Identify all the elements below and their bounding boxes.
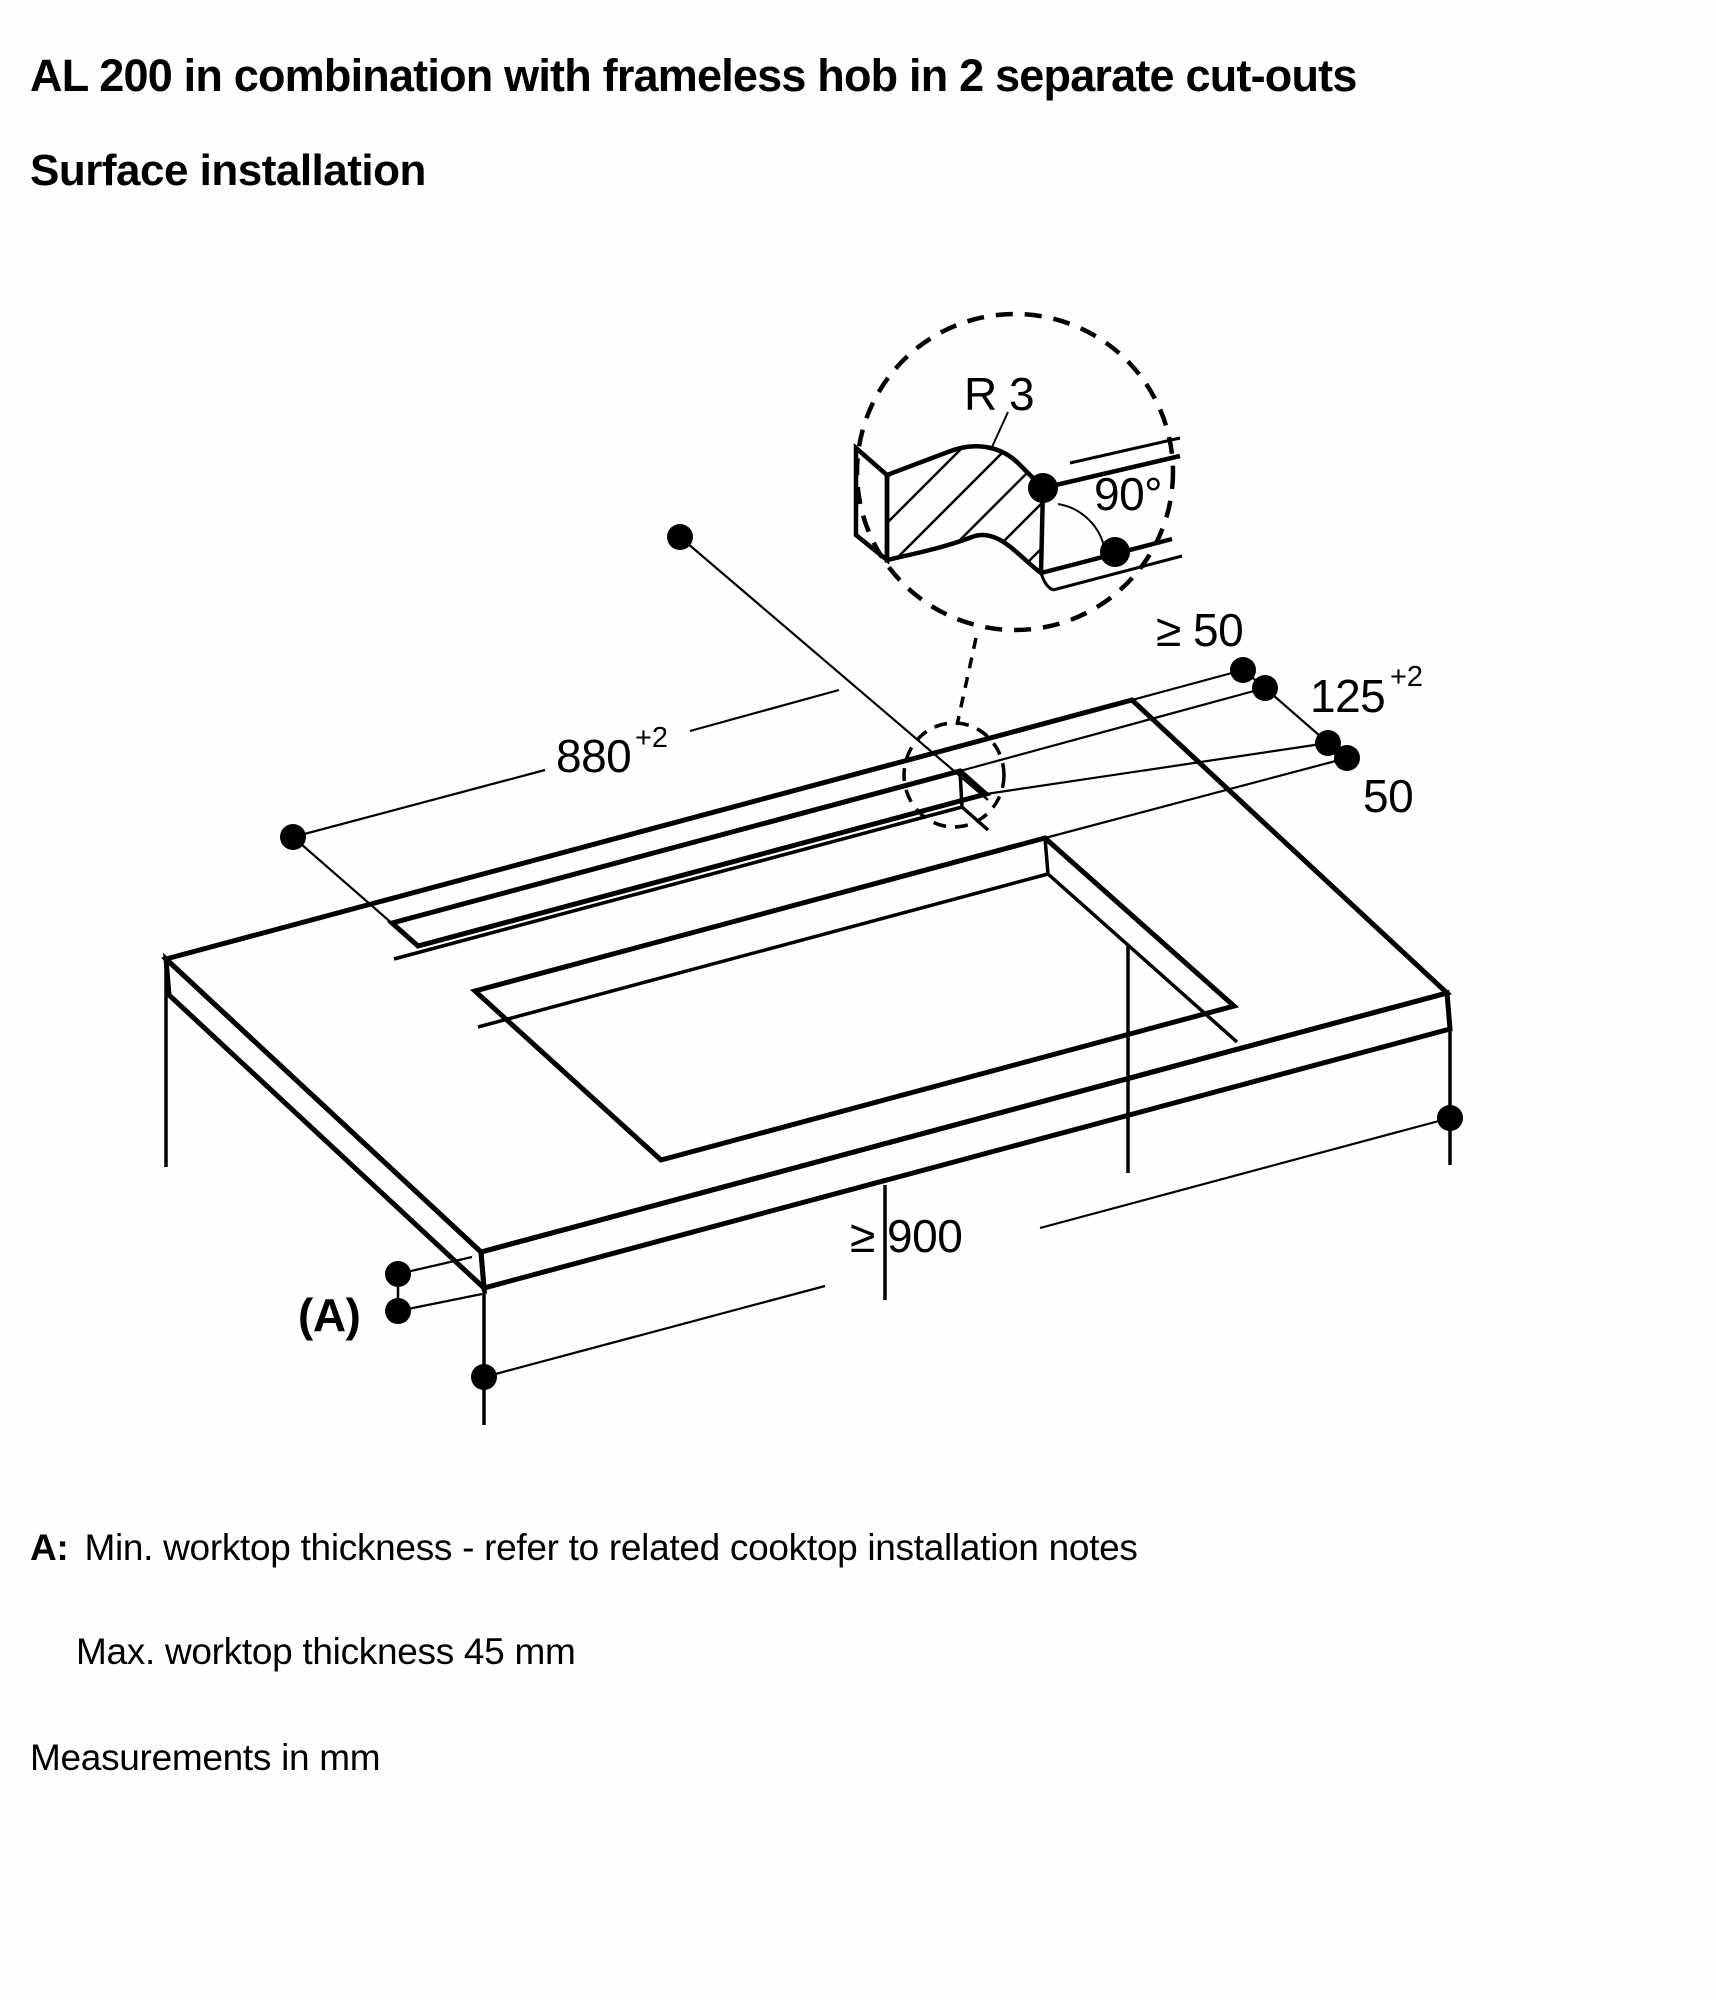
dim-sup-slot-length: +2	[635, 722, 668, 754]
dimension-dot	[667, 524, 693, 550]
detail-callout	[902, 637, 1006, 829]
section-profile	[884, 444, 1046, 578]
dim-thickness: (A)	[298, 1255, 483, 1341]
radius-leader-line	[991, 411, 1009, 448]
dimension-dot	[280, 824, 306, 850]
dim-slot-length: 880 +2	[280, 524, 989, 947]
note-thickness: A: Min. worktop thickness - refer to rela…	[30, 1527, 1138, 1569]
angle-label: 90°	[1094, 468, 1162, 520]
page-subtitle: Surface installation	[30, 146, 426, 195]
dim-label-slot-width: 125	[1310, 670, 1385, 722]
dimension-dot	[385, 1261, 411, 1287]
worktop-left-face	[162, 952, 488, 1295]
dim-label-thickness: (A)	[298, 1289, 360, 1341]
dim-label-gap: 50	[1363, 770, 1413, 822]
dimension-dot	[1334, 745, 1360, 771]
dim-label-front-min: ≥ 900	[850, 1210, 962, 1262]
dim-sup-slot-width: +2	[1390, 661, 1423, 693]
section-end-face	[853, 443, 890, 565]
slot-cutout	[386, 768, 992, 949]
dim-back-clearance: ≥ 50	[1131, 604, 1266, 702]
dimension-dot	[471, 1364, 497, 1390]
hob-cutout	[469, 835, 1240, 1163]
dim-label-back-clearance: ≥ 50	[1156, 604, 1243, 656]
dim-slot-to-hob-gap: 50	[1044, 742, 1414, 840]
dimension-dot	[1252, 675, 1278, 701]
note-units: Measurements in mm	[30, 1737, 381, 1778]
corner-dot	[1028, 473, 1058, 503]
hob-cutout-inner-walls	[477, 837, 1239, 1044]
note-max-thickness: Max. worktop thickness 45 mm	[76, 1631, 576, 1672]
radius-label: R 3	[964, 368, 1034, 420]
note-marker: A:	[30, 1527, 69, 1568]
section-hatching	[887, 446, 1043, 573]
callout-ellipse	[902, 721, 1006, 829]
dimension-dot	[385, 1298, 411, 1324]
support-lines	[164, 945, 1452, 1425]
note-min-thickness: Min. worktop thickness - refer to relate…	[84, 1527, 1138, 1568]
worktop-front-face	[478, 989, 1453, 1292]
angle-dot	[1100, 537, 1130, 567]
callout-line	[955, 637, 978, 726]
dimension-dot	[1230, 657, 1256, 683]
page-title: AL 200 in combination with frameless hob…	[30, 50, 1357, 101]
dimension-dot	[1437, 1105, 1463, 1131]
detail-circle: R 3 90°	[853, 311, 1183, 633]
dim-label-slot-length: 880	[556, 730, 631, 782]
dim-front-min: ≥ 900	[471, 1105, 1463, 1390]
